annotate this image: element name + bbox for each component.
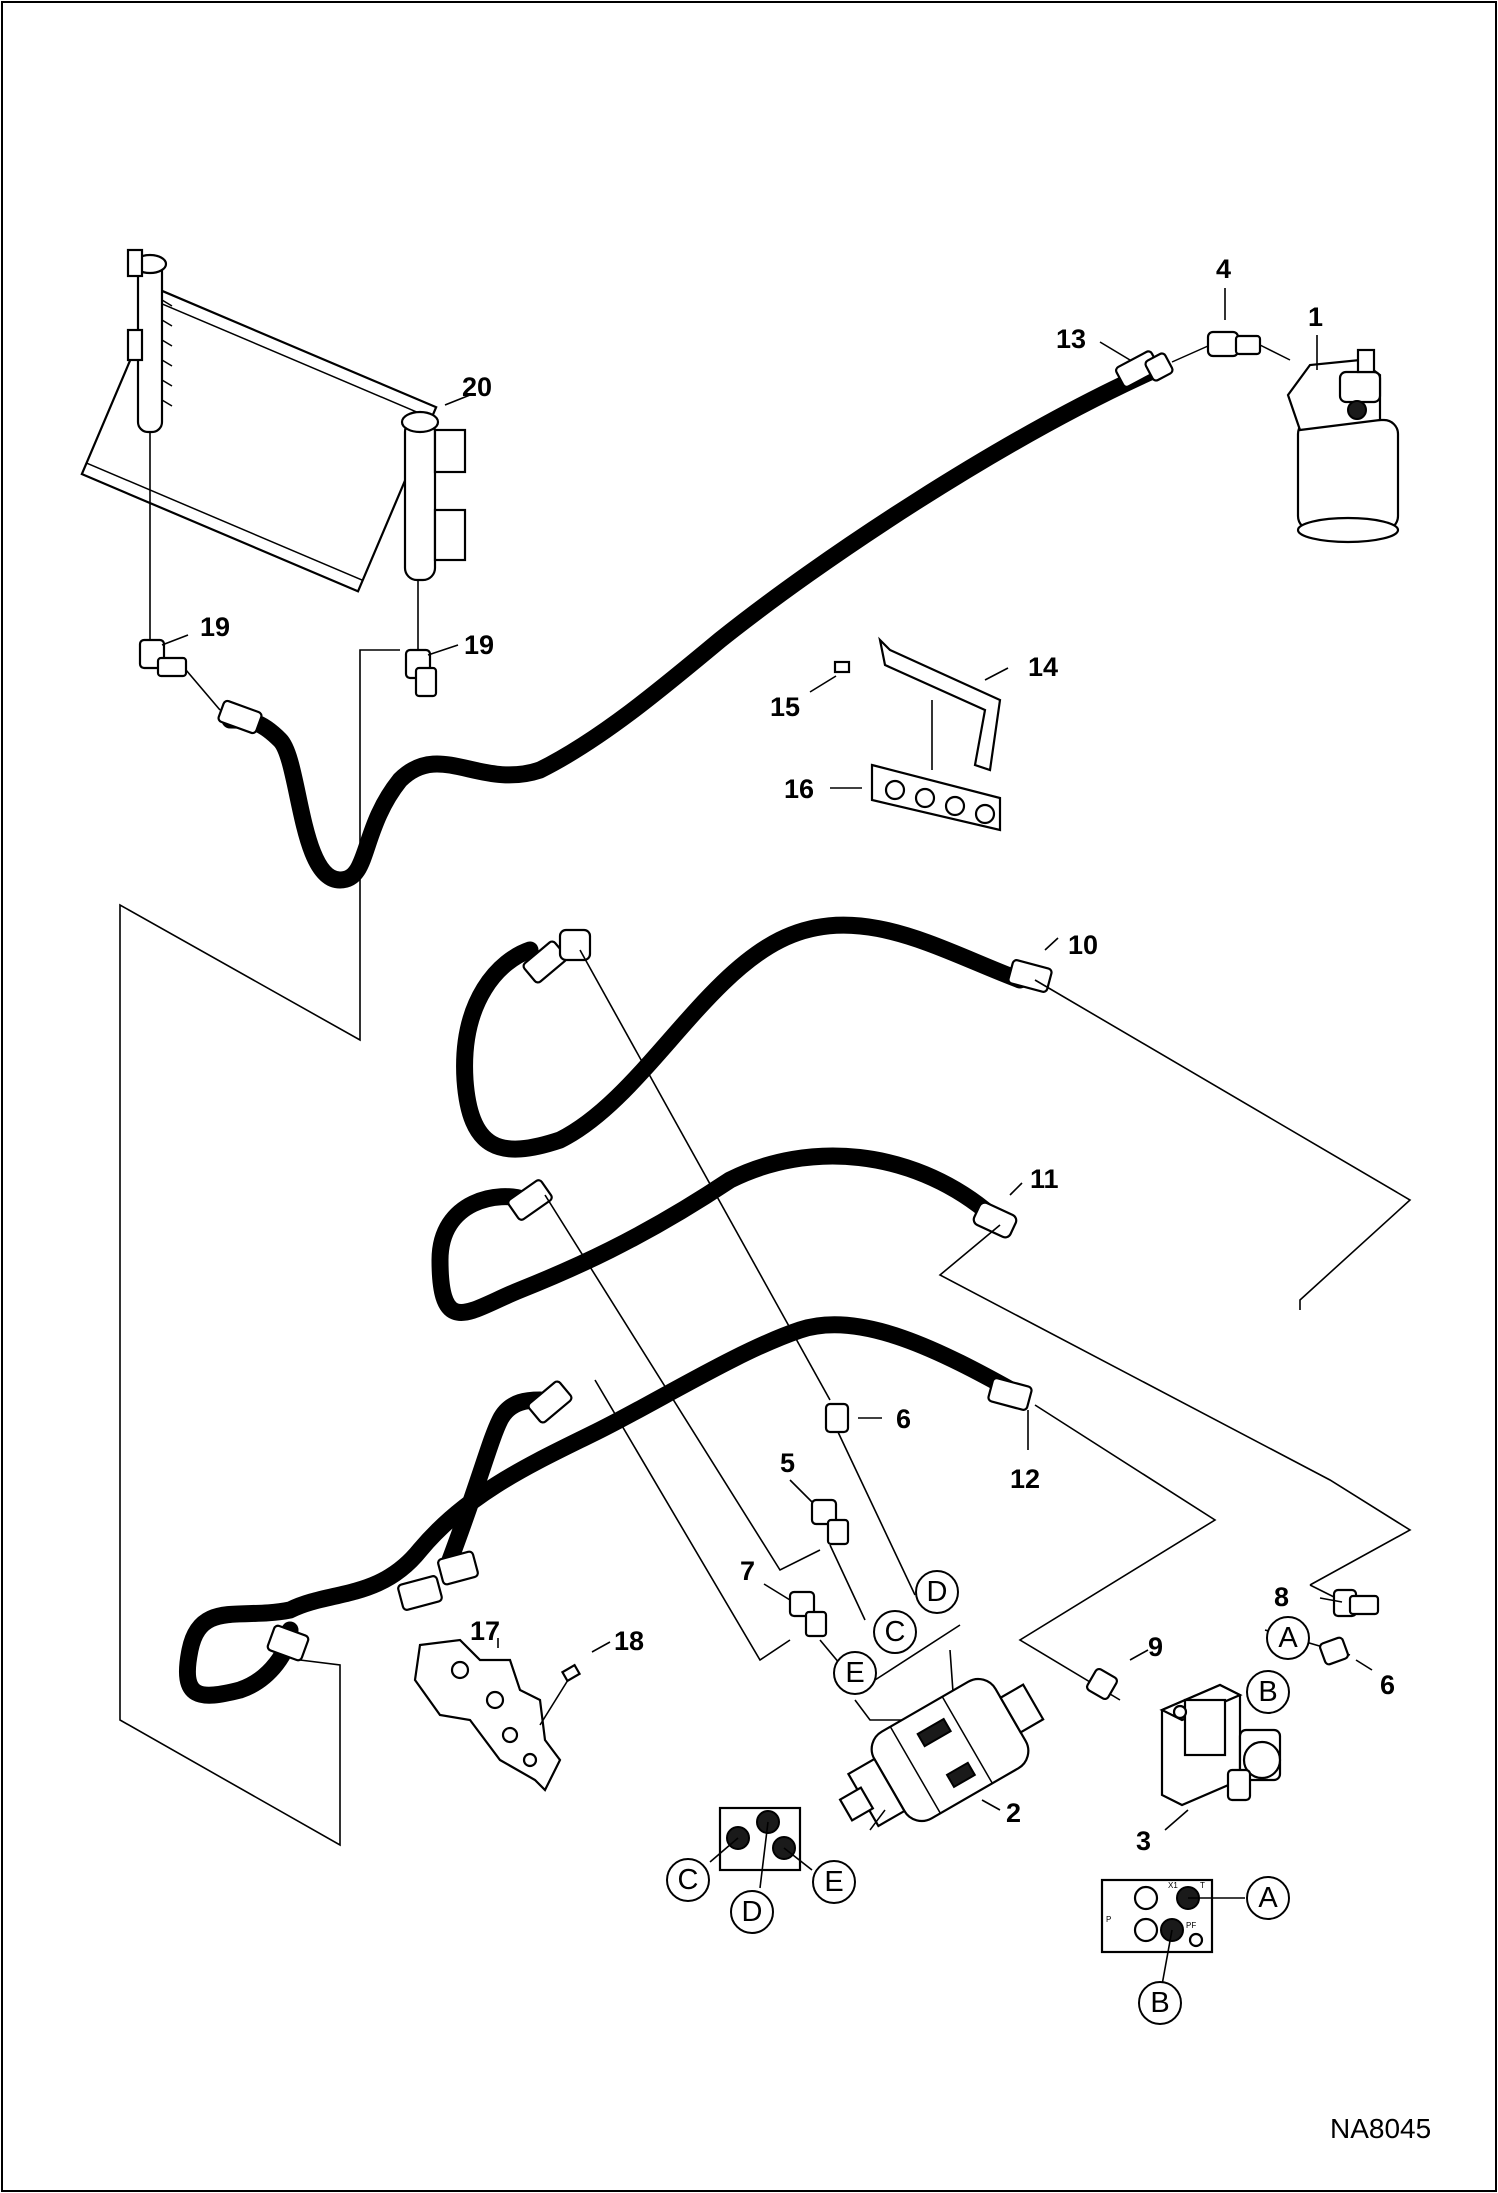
valve-mark-t: T <box>1200 1881 1205 1890</box>
elbow-fitting-7 <box>788 1590 828 1638</box>
valve-mark-p: P <box>1106 1915 1111 1924</box>
callout-11: 11 <box>1030 1164 1059 1194</box>
elbow-fitting-5 <box>810 1498 850 1546</box>
port-label-e-detail: E <box>812 1860 856 1904</box>
port-label-c-motor: C <box>873 1610 917 1654</box>
callout-4: 4 <box>1216 254 1231 284</box>
drawing-id: NA8045 <box>1330 2113 1431 2144</box>
callout-1: 1 <box>1308 302 1323 332</box>
elbow-fitting-19-left <box>138 638 188 678</box>
elbow-fitting-19-right <box>404 648 438 698</box>
callout-6-upper: 6 <box>896 1404 911 1434</box>
port-leader-lines <box>544 949 1412 1721</box>
svg-text:C: C <box>678 1864 699 1896</box>
hose-clamp-16 <box>870 763 1002 832</box>
hydraulic-filter <box>1286 348 1400 544</box>
callout-3: 3 <box>1136 1826 1151 1856</box>
bolt-15 <box>833 660 851 674</box>
fitting-6-valve <box>1318 1636 1350 1666</box>
port-label-e-motor: E <box>833 1651 877 1695</box>
svg-text:C: C <box>885 1616 906 1648</box>
valve-port-detail: X1 T P PF <box>1100 1878 1245 1986</box>
svg-text:B: B <box>1150 1987 1169 2019</box>
port-label-b-detail: B <box>1138 1981 1182 2025</box>
hose-13 <box>221 363 1159 889</box>
leader-right-19-loop <box>119 649 400 1847</box>
leader-19-hose <box>185 669 221 711</box>
hose-bracket-14 <box>878 636 1002 772</box>
callout-17: 17 <box>470 1616 500 1646</box>
callout-12: 12 <box>1010 1464 1040 1494</box>
svg-text:E: E <box>824 1866 843 1898</box>
port-label-c-detail: C <box>666 1858 710 1902</box>
callout-18: 18 <box>614 1626 644 1656</box>
port-label-d-detail: D <box>730 1890 774 1934</box>
svg-text:A: A <box>1258 1882 1278 1914</box>
control-valve <box>1159 1683 1282 1807</box>
callout-14: 14 <box>1028 652 1058 682</box>
callout-20: 20 <box>462 372 492 402</box>
callout-19-right: 19 <box>464 630 494 660</box>
hose-10 <box>456 916 1029 1158</box>
hydraulic-motor <box>838 1677 1045 1831</box>
fitting-9 <box>1085 1667 1119 1701</box>
callout-7: 7 <box>740 1556 755 1586</box>
hose-11-fittings <box>507 1179 1018 1239</box>
svg-text:A: A <box>1278 1622 1298 1654</box>
svg-text:B: B <box>1258 1676 1277 1708</box>
callout-16: 16 <box>784 774 814 804</box>
valve-mark-x1: X1 <box>1168 1881 1178 1890</box>
fitting-8 <box>1332 1588 1380 1618</box>
callout-5: 5 <box>780 1448 795 1478</box>
adapter-fitting-4 <box>1171 330 1291 363</box>
mounting-plate-17 <box>413 1638 562 1792</box>
callout-15: 15 <box>770 692 800 722</box>
valve-mark-pf: PF <box>1186 1921 1196 1930</box>
hose-13-end-fittings <box>217 350 1174 735</box>
fitting-6-top <box>824 1402 850 1434</box>
callout-8: 8 <box>1274 1582 1289 1612</box>
callout-10: 10 <box>1068 930 1098 960</box>
callout-13: 13 <box>1056 324 1086 354</box>
hose-11 <box>431 1147 994 1321</box>
hose-12 <box>178 1316 1029 1704</box>
oil-cooler <box>80 248 467 593</box>
bolt-18 <box>560 1663 582 1683</box>
svg-text:D: D <box>927 1576 948 1608</box>
leader-18 <box>539 1679 569 1726</box>
callout-leaders <box>161 288 1373 1831</box>
port-label-b-valve: B <box>1246 1670 1290 1714</box>
svg-text:E: E <box>845 1657 864 1689</box>
hose-12-branch <box>441 1391 549 1569</box>
port-label-a-valve: A <box>1266 1616 1310 1660</box>
motor-port-detail <box>709 1806 813 1889</box>
callout-6-valve: 6 <box>1380 1670 1395 1700</box>
port-label-d-motor: D <box>915 1570 959 1614</box>
callout-9: 9 <box>1148 1632 1163 1662</box>
hose-12-fittings <box>266 1377 1033 1662</box>
svg-text:D: D <box>742 1896 763 1928</box>
port-label-a-detail: A <box>1246 1876 1290 1920</box>
callout-2: 2 <box>1006 1798 1021 1828</box>
callout-19-left: 19 <box>200 612 230 642</box>
